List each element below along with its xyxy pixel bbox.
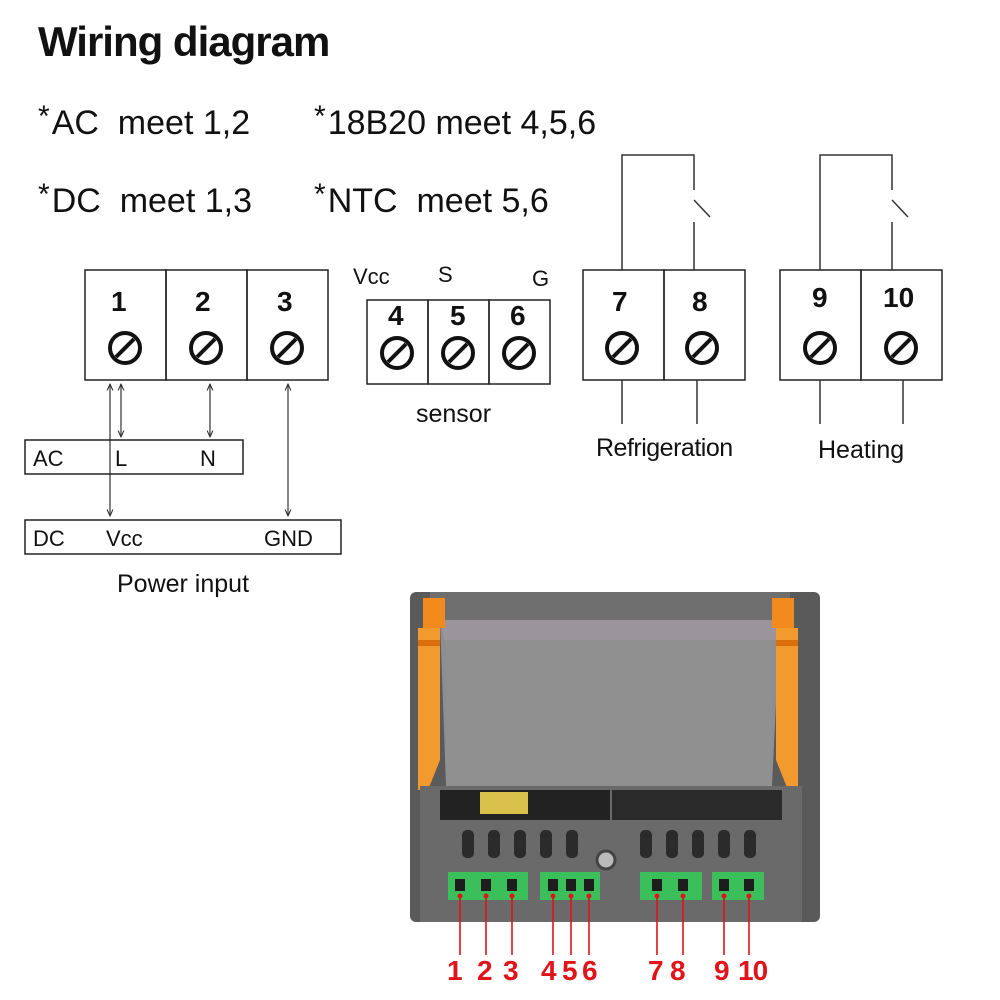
device-terminal-number: 6	[582, 955, 598, 986]
mounting-clip-right	[772, 598, 798, 790]
refrigeration-caption: Refrigeration	[596, 434, 733, 462]
screw-icon	[803, 331, 837, 365]
terminal-number: 4	[388, 300, 404, 331]
device-terminal-number: 9	[714, 955, 730, 986]
power-input-caption: Power input	[117, 570, 250, 598]
terminal-number: 3	[277, 286, 293, 317]
sensor-g-label: G	[532, 266, 550, 291]
sensor-terminal-block	[366, 299, 551, 385]
terminal-number: 10	[883, 282, 915, 313]
ac-n-label: N	[200, 446, 216, 471]
device-terminal-number: 2	[477, 955, 493, 986]
dc-vcc-label: Vcc	[106, 526, 143, 551]
terminal-number: 8	[692, 286, 708, 317]
screw-icon	[270, 331, 304, 365]
device-terminal-number: 4	[541, 955, 557, 986]
asterisk: *	[314, 178, 326, 211]
power-terminal-block	[84, 269, 329, 381]
note-dc: *DC meet 1,3	[38, 178, 252, 220]
terminal-strip-refrigeration	[640, 872, 702, 900]
screw-icon	[884, 331, 918, 365]
screw-icon	[441, 336, 475, 370]
dc-row-box	[24, 519, 342, 555]
device-terminal-number: 7	[648, 955, 664, 986]
terminal-number: 6	[510, 300, 526, 331]
screw-icon	[685, 331, 719, 365]
sensor-vcc-label: Vcc	[353, 264, 390, 289]
dc-gnd-label: GND	[264, 526, 313, 551]
terminal-number: 1	[111, 286, 127, 317]
asterisk: *	[38, 178, 50, 211]
device-terminal-number: 10	[738, 955, 768, 986]
mounting-clip-left	[418, 598, 445, 790]
screw-icon	[502, 336, 536, 370]
screw-icon	[605, 331, 639, 365]
sensor-caption: sensor	[416, 400, 492, 428]
device-terminal-number: 3	[503, 955, 519, 986]
ac-row-box	[24, 439, 244, 475]
sensor-s-label: S	[438, 262, 453, 287]
screw-icon	[108, 331, 142, 365]
device-terminal-number: 8	[670, 955, 686, 986]
terminal-number: 2	[195, 286, 211, 317]
screw-icon	[189, 331, 223, 365]
terminal-number: 7	[612, 286, 628, 317]
dc-label: DC	[33, 526, 65, 551]
refrigeration-terminal-block	[582, 154, 746, 424]
note-18b20: *18B20 meet 4,5,6	[314, 100, 597, 142]
asterisk: *	[314, 100, 326, 133]
heating-terminal-block	[779, 154, 943, 424]
controller-device-image	[410, 592, 820, 955]
diagram-title: Wiring diagram	[38, 18, 330, 65]
power-wires	[110, 384, 288, 516]
ac-label: AC	[33, 446, 64, 471]
terminal-number: 5	[450, 300, 466, 331]
screw-icon	[380, 336, 414, 370]
asterisk: *	[38, 100, 50, 133]
terminal-number: 9	[812, 282, 828, 313]
device-terminal-number: 1	[447, 955, 463, 986]
heating-caption: Heating	[818, 436, 905, 464]
device-terminal-number: 5	[562, 955, 578, 986]
note-ntc: *NTC meet 5,6	[314, 178, 549, 220]
note-ac: *AC meet 1,2	[38, 100, 251, 142]
ac-l-label: L	[115, 446, 128, 471]
